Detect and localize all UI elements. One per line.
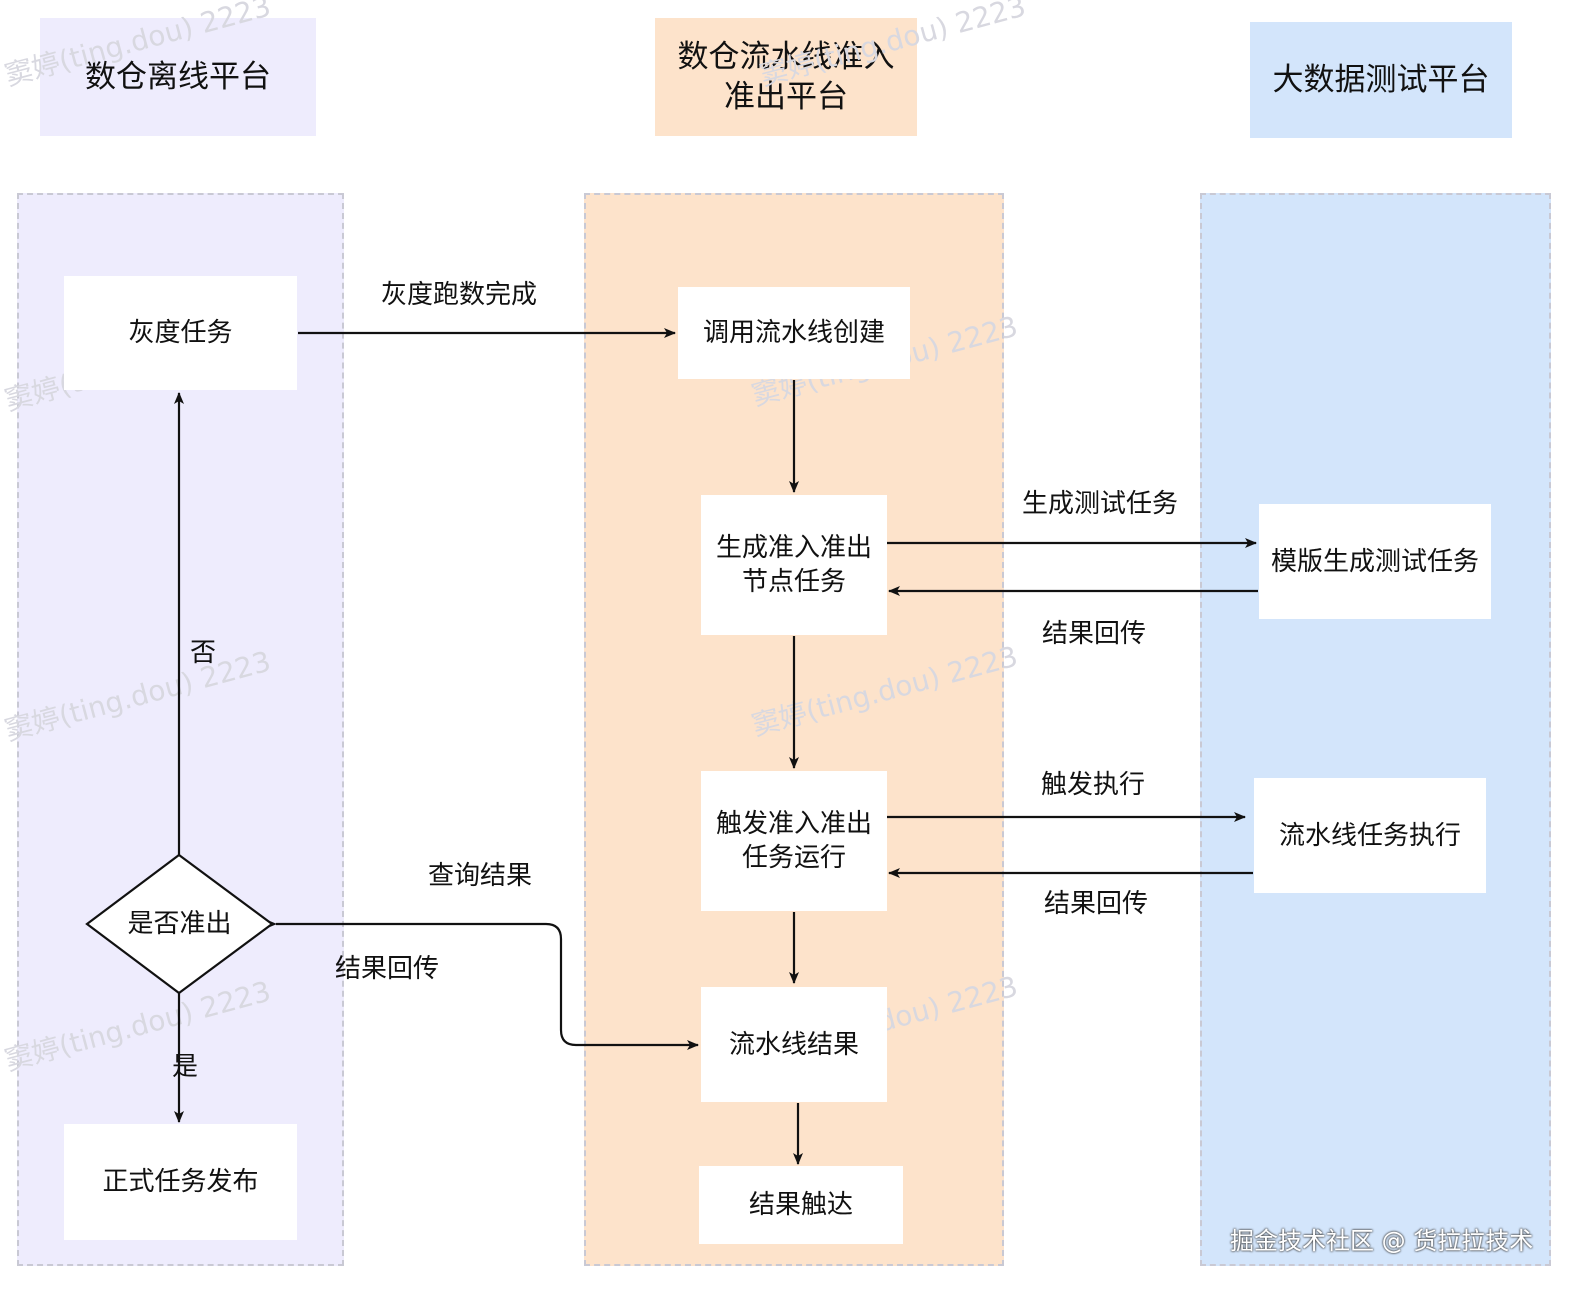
node-template-task-label: 模版生成测试任务 — [1270, 546, 1479, 577]
node-trigger: 触发准入准出 任务运行 — [701, 771, 887, 911]
lane-title-pipeline-line1: 数仓流水线准入 — [677, 39, 895, 75]
lane-header-offline: 数仓离线平台 — [40, 18, 316, 136]
node-gen-nodes-line2: 节点任务 — [741, 567, 846, 597]
node-decision-label: 是否准出 — [127, 909, 232, 939]
edge-label-result-back-2: 结果回传 — [1044, 889, 1149, 919]
edge-decision-result-link — [265, 919, 699, 1050]
node-publish-label: 正式任务发布 — [102, 1167, 259, 1197]
node-pipeline-exec: 流水线任务执行 — [1254, 778, 1486, 893]
node-trigger-line1: 触发准入准出 — [715, 809, 872, 839]
node-create-pipeline: 调用流水线创建 — [678, 287, 910, 379]
edge-label-no: 否 — [190, 638, 217, 668]
node-create-pipeline-label: 调用流水线创建 — [702, 318, 885, 348]
node-decision: 是否准出 — [87, 895, 272, 953]
node-trigger-line2: 任务运行 — [741, 843, 846, 873]
edge-label-result-back-3: 结果回传 — [335, 954, 440, 984]
node-result-reach: 结果触达 — [699, 1166, 903, 1244]
lane-title-testing: 大数据测试平台 — [1272, 62, 1490, 98]
edge-label-gen-test-task: 生成测试任务 — [1022, 489, 1179, 519]
node-gray-task: 灰度任务 — [64, 276, 297, 390]
edge-label-yes: 是 — [172, 1052, 199, 1082]
lane-title-offline: 数仓离线平台 — [85, 59, 271, 95]
edge-label-gray-done: 灰度跑数完成 — [381, 280, 538, 310]
lane-header-testing: 大数据测试平台 — [1250, 22, 1512, 138]
node-pipeline-result-label: 流水线结果 — [728, 1029, 859, 1060]
node-template-task: 模版生成测试任务 — [1259, 504, 1491, 619]
edge-label-result-back-1: 结果回传 — [1042, 619, 1147, 649]
node-result-reach-label: 结果触达 — [748, 1190, 853, 1220]
edge-label-trigger-exec: 触发执行 — [1041, 770, 1146, 800]
decision-diamond — [85, 853, 274, 995]
lane-header-pipeline: 数仓流水线准入 准出平台 — [655, 18, 917, 136]
edge-label-query-result: 查询结果 — [428, 861, 533, 891]
lane-testing — [1200, 193, 1551, 1266]
lane-title-pipeline-line2: 准出平台 — [724, 79, 848, 115]
node-pipeline-exec-label: 流水线任务执行 — [1278, 820, 1461, 851]
node-publish: 正式任务发布 — [64, 1124, 297, 1240]
node-gen-nodes-line1: 生成准入准出 — [715, 533, 872, 563]
node-gray-task-label: 灰度任务 — [128, 318, 233, 348]
node-pipeline-result: 流水线结果 — [701, 987, 887, 1102]
footer-credit: 掘金技术社区 @ 货拉拉技术 — [1230, 1227, 1534, 1255]
node-gen-nodes: 生成准入准出 节点任务 — [701, 495, 887, 635]
